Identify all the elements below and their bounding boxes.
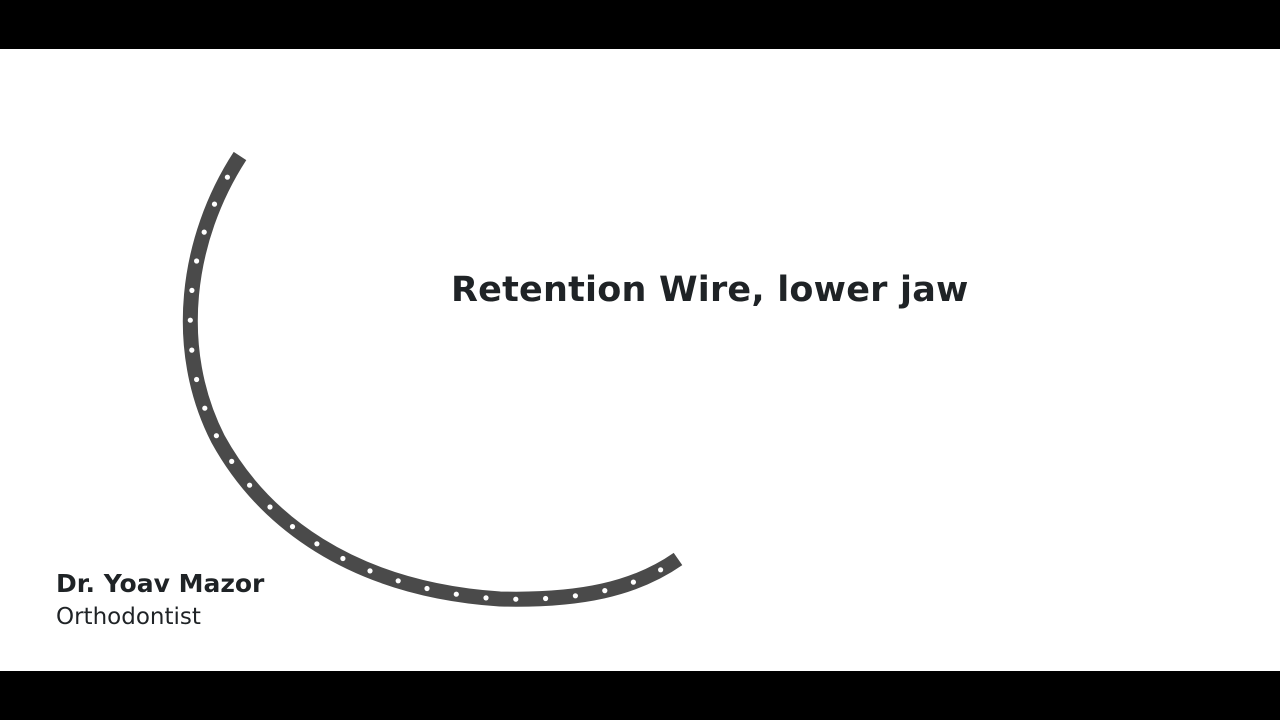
wire-hole [543, 595, 549, 602]
retention-wire-illustration [182, 151, 683, 607]
wire-hole [224, 174, 230, 180]
wire-hole [187, 317, 193, 323]
presenter-credit: Dr. Yoav Mazor Orthodontist [56, 567, 264, 633]
wire-hole [229, 458, 235, 464]
wire-holes [187, 174, 664, 602]
presenter-name: Dr. Yoav Mazor [56, 569, 265, 598]
slide-title: Retention Wire, lower jaw [451, 270, 969, 310]
wire-hole [194, 258, 200, 264]
wire-hole [201, 229, 207, 235]
wire-hole [340, 555, 346, 562]
wire-hole [424, 585, 430, 592]
wire-hole [483, 595, 489, 601]
letterbox-bottom [0, 671, 1280, 720]
retention-wire [182, 151, 683, 607]
wire-hole [630, 579, 637, 585]
wire-hole [513, 596, 519, 602]
wire-hole [602, 588, 608, 594]
wire-hole [267, 504, 273, 510]
wire-hole [211, 201, 218, 207]
wire-hole [453, 591, 459, 597]
wire-hole [213, 433, 219, 439]
wire-hole [314, 541, 320, 547]
wire-hole [189, 347, 195, 353]
wire-hole [189, 287, 195, 293]
letterbox-top [0, 0, 1280, 49]
wire-hole [247, 482, 253, 488]
slide-canvas: Retention Wire, lower jaw Dr. Yoav Mazor… [0, 49, 1280, 671]
wire-hole [367, 568, 373, 574]
wire-hole [572, 593, 579, 599]
wire-hole [289, 524, 296, 530]
wire-hole [194, 376, 200, 383]
wire-hole [395, 578, 401, 584]
presenter-role: Orthodontist [56, 604, 201, 630]
wire-hole [658, 567, 664, 573]
wire-hole [202, 405, 208, 411]
